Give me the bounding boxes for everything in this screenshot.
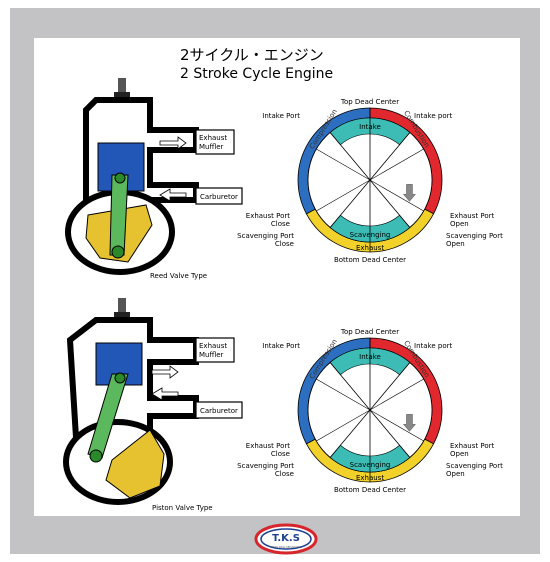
exhaust-muffler-box: [195, 337, 235, 363]
top-dead-center-label: Top Dead Center: [340, 328, 399, 336]
exhaust-label: Exhaust: [356, 474, 384, 482]
intake-label: Intake: [359, 353, 381, 361]
intake-port-right-label: Intake port: [414, 112, 452, 120]
carburetor-label: Carburetor: [200, 407, 238, 415]
logo-text: T.K.S: [272, 533, 300, 544]
spark-plug-icon: [118, 78, 126, 94]
carburetor-box: [195, 187, 243, 205]
bottom-dead-center-label: Bottom Dead Center: [334, 256, 406, 264]
carburetor-label: Carburetor: [200, 193, 238, 201]
intake-port-left-label: Intake Port: [262, 342, 300, 350]
spark-plug-icon: [118, 298, 126, 314]
rotation-arrow-icon: [402, 414, 417, 432]
exhaust-arrow-icon: [151, 365, 179, 379]
rotation-arrow-icon: [402, 184, 417, 202]
scavenging-label: Scavenging: [350, 231, 391, 239]
intake-arrow-icon: [159, 188, 187, 202]
logo-subtext: TOKYO KIKAI SEISAKUSHO: [270, 545, 303, 549]
title-english: 2 Stroke Cycle Engine: [180, 66, 334, 82]
intake-arrow-icon: [151, 387, 179, 401]
tks-logo: T.K.S TOKYO KIKAI SEISAKUSHO: [254, 523, 318, 555]
exhaust-arrow-icon: [159, 136, 187, 150]
carburetor-box: [195, 401, 243, 419]
exhaust-muffler-box: [195, 129, 235, 155]
intake-port-left-label: Intake Port: [262, 112, 300, 120]
intake-label: Intake: [359, 123, 381, 131]
scavenging-label: Scavenging: [350, 461, 391, 469]
bottom-dead-center-label: Bottom Dead Center: [334, 486, 406, 494]
top-dead-center-label: Top Dead Center: [340, 98, 399, 106]
engine-caption: Piston Valve Type: [152, 504, 213, 512]
exhaust-label: Exhaust: [356, 244, 384, 252]
title-japanese: 2サイクル・エンジン: [180, 46, 324, 64]
engine-caption: Reed Valve Type: [150, 272, 207, 280]
intake-port-right-label: Intake port: [414, 342, 452, 350]
crank-weight: [105, 429, 165, 499]
